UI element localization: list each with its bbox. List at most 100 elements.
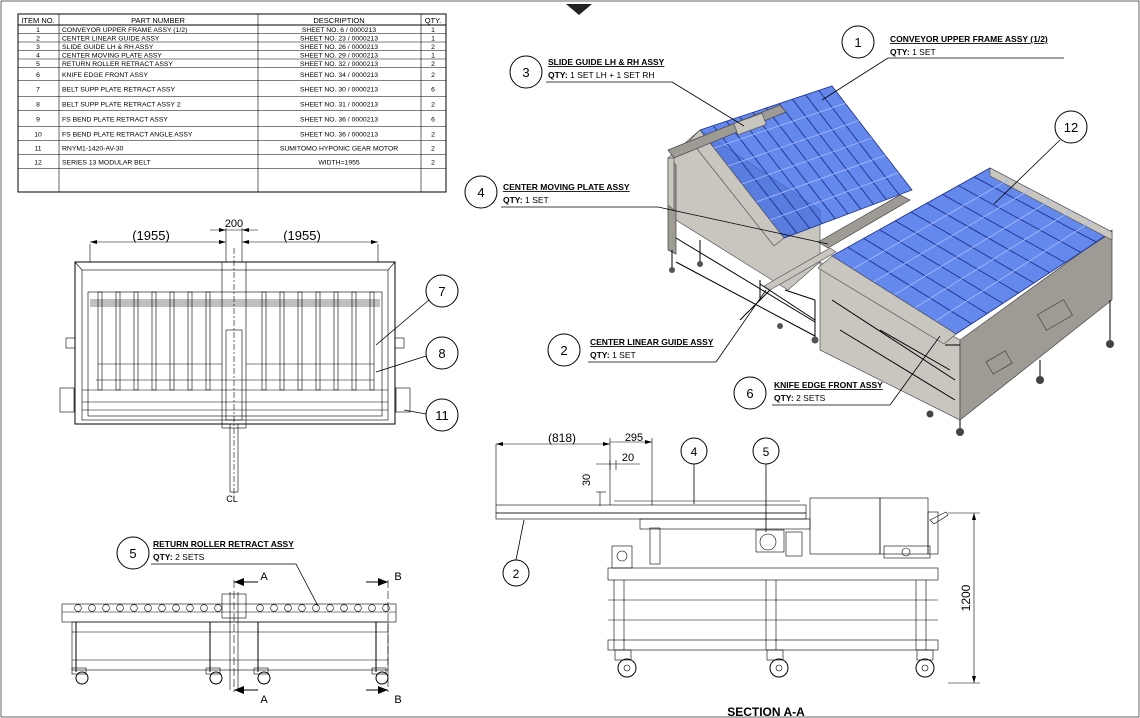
return-roller <box>312 604 320 612</box>
bom-cell-qty: 1 <box>431 27 435 34</box>
belt-rib <box>769 172 899 221</box>
bom-cell-desc: SHEET NO. 36 / 0000213 <box>300 116 378 123</box>
bom-cell-part: FS BEND PLATE RETRACT ANGLE ASSY <box>62 131 193 138</box>
svg-text:RETURN ROLLER RETRACT ASSY: RETURN ROLLER RETRACT ASSY <box>153 539 294 549</box>
bom-cell-part: KNIFE EDGE FRONT ASSY <box>62 72 148 79</box>
side-view-legs <box>71 622 389 685</box>
return-roller <box>130 604 138 612</box>
callout-5-section: 5 <box>752 437 780 532</box>
side-view-rollers <box>74 604 390 612</box>
belt-rib <box>741 137 873 185</box>
bom-cell-item: 6 <box>36 72 40 79</box>
return-roller <box>102 604 110 612</box>
return-roller <box>144 604 152 612</box>
bom-cell-item: 5 <box>36 61 40 68</box>
bom-cell-part: RNYM1-1420-AV-30 <box>62 145 124 152</box>
bom-cell-qty: 6 <box>431 116 435 123</box>
svg-text:11: 11 <box>435 408 449 423</box>
bom-cell-desc: SHEET NO. 6 / 0000213 <box>302 27 377 34</box>
belt-rib <box>935 220 1092 322</box>
return-roller <box>200 604 208 612</box>
bom-header-item: ITEM NO. <box>21 16 54 25</box>
belt-support-plate <box>279 291 285 391</box>
bom-cell-part: SERIES 13 MODULAR BELT <box>62 159 151 166</box>
return-roller <box>354 604 362 612</box>
bom-cell-desc: SHEET NO. 32 / 0000213 <box>300 61 378 68</box>
section-a-a-view: (818) 295 20 30 1200 <box>495 431 980 718</box>
bom-header-qty: QTY. <box>425 16 442 25</box>
return-roller <box>74 604 82 612</box>
isometric-view <box>667 85 1114 436</box>
callout-12: 12 <box>993 110 1088 205</box>
svg-text:5: 5 <box>763 445 770 459</box>
belt-support-plate <box>169 291 175 391</box>
callout-1: 1 CONVEYOR UPPER FRAME ASSY (1/2) QTY: 1… <box>821 25 1064 101</box>
svg-text:CENTER MOVING PLATE ASSY: CENTER MOVING PLATE ASSY <box>503 182 630 192</box>
bom-cell-item: 12 <box>34 159 42 166</box>
bom-cell-item: 2 <box>36 36 40 43</box>
sheet-top-marker <box>566 4 592 15</box>
belt-support-plate <box>187 291 193 391</box>
caster-mount <box>371 667 387 675</box>
iso-center-moving-plate <box>817 194 911 249</box>
callout-7: 7 <box>375 274 459 346</box>
bom-cell-qty: 2 <box>431 159 435 166</box>
return-roller <box>88 604 96 612</box>
callout-11: 11 <box>403 398 459 432</box>
belt-support-plate <box>205 291 211 391</box>
svg-text:1: 1 <box>854 35 861 50</box>
caster-wheel <box>75 671 89 685</box>
svg-text:QTY: 1 SET: QTY: 1 SET <box>503 195 549 205</box>
section-a-top: A <box>260 571 268 583</box>
bom-cell-desc: WIDTH=1955 <box>318 159 360 166</box>
bom-cell-desc: SHEET NO. 23 / 0000213 <box>300 36 378 43</box>
section-title: SECTION A-A <box>727 705 805 718</box>
svg-text:7: 7 <box>438 284 445 299</box>
bom-cell-qty: 1 <box>431 36 435 43</box>
return-roller <box>186 604 194 612</box>
belt-support-plate <box>315 291 321 391</box>
bom-cell-qty: 2 <box>431 44 435 51</box>
bom-cell-item: 11 <box>34 145 41 152</box>
belt-support-plate <box>333 291 339 391</box>
svg-text:QTY: 1 SET: QTY: 1 SET <box>590 350 636 360</box>
callout-4: 4 CENTER MOVING PLATE ASSY QTY: 1 SET <box>464 175 829 245</box>
svg-text:5: 5 <box>129 546 136 561</box>
callout-6: 6 KNIFE EDGE FRONT ASSY QTY: 2 SETS <box>733 335 941 410</box>
return-roller <box>368 604 376 612</box>
return-roller <box>340 604 348 612</box>
belt-rib <box>873 188 1031 283</box>
iso-belt-left-slats <box>712 90 900 234</box>
dim-center-200: 200 <box>225 218 243 230</box>
svg-text:SLIDE GUIDE LH & RH ASSY: SLIDE GUIDE LH & RH ASSY <box>548 57 665 67</box>
belt-rib <box>893 199 1052 296</box>
callout-5-side: 5 RETURN ROLLER RETRACT ASSY QTY: 2 SETS <box>116 536 319 607</box>
bom-cell-qty: 2 <box>431 72 435 79</box>
bom-cell-desc: SHEET NO. 36 / 0000213 <box>300 131 378 138</box>
return-roller <box>214 604 222 612</box>
section-b-bottom: B <box>394 694 401 706</box>
return-roller <box>116 604 124 612</box>
return-roller <box>326 604 334 612</box>
bom-cell-part: SLIDE GUIDE LH & RH ASSY <box>62 44 154 51</box>
callout-2-section: 2 <box>502 519 530 587</box>
front-view: (1955) 200 (1955) CL <box>59 218 411 504</box>
svg-text:2: 2 <box>560 343 567 358</box>
bom-row: 12 SERIES 13 MODULAR BELT WIDTH=1955 2 <box>18 159 446 169</box>
dim-1200: 1200 <box>959 584 973 611</box>
iso-belt-right-slats <box>847 176 1097 325</box>
bom-cell-desc: SHEET NO. 34 / 0000213 <box>300 72 378 79</box>
bom-cell-part: BELT SUPP PLATE RETRACT ASSY <box>62 86 176 93</box>
belt-rib <box>755 154 886 203</box>
bom-cell-qty: 2 <box>431 101 435 108</box>
bom-cell-desc: SHEET NO. 30 / 0000213 <box>300 86 378 93</box>
